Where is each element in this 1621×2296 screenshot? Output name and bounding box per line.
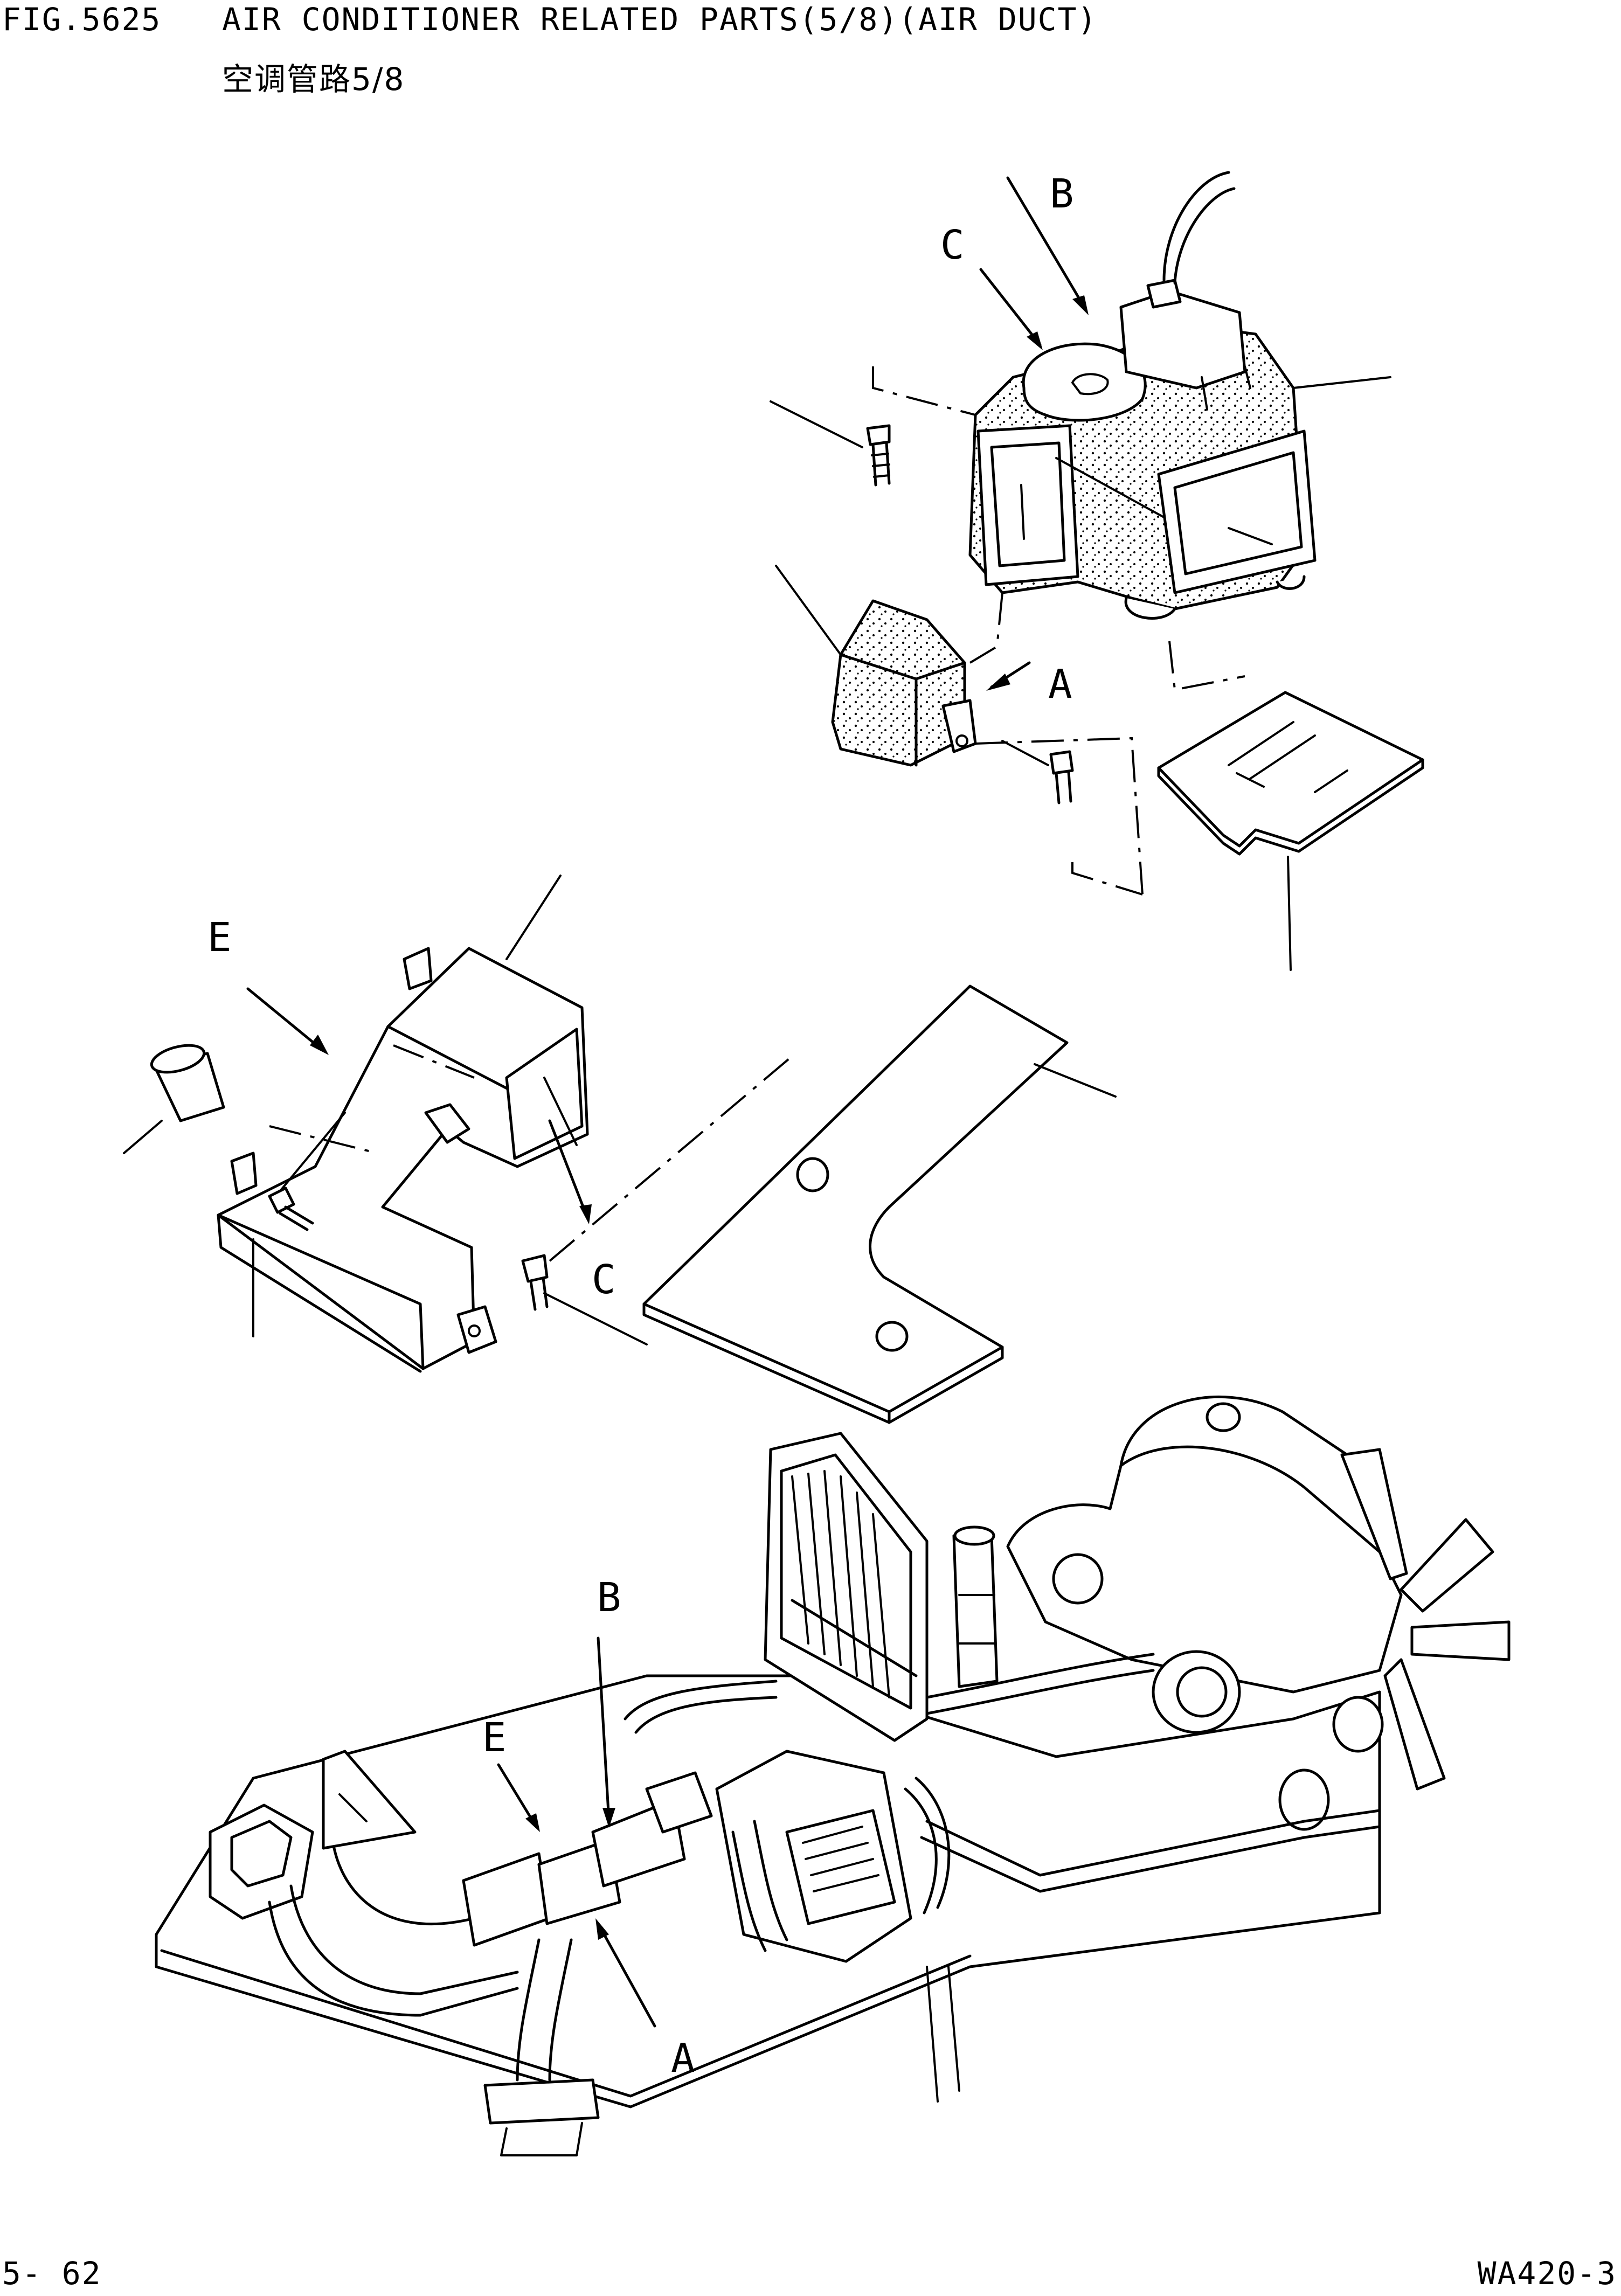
figure-title: AIR CONDITIONER RELATED PARTS(5/8)(AIR D…: [222, 1, 1098, 38]
air-conditioner-unit: [968, 171, 1391, 620]
callout-mid-c: C: [592, 1257, 616, 1303]
callout-top-c-arrow: [979, 268, 1043, 350]
callout-bot-e-arrow: [497, 1763, 540, 1832]
callout-mid-c-arrow: [548, 1119, 592, 1224]
callout-mid-e-arrow: [246, 987, 329, 1055]
figure-subtitle-chinese: 空调管路5/8: [222, 61, 405, 98]
callout-top-b-arrow: [1006, 176, 1089, 315]
bolt-middle-left: [268, 1112, 346, 1231]
duct-e: [217, 875, 589, 1373]
machine-assembly: [155, 1396, 1511, 2156]
bolt-middle-c: [521, 1254, 648, 1345]
callout-bot-b: B: [597, 1574, 621, 1621]
bolt-top: [770, 366, 976, 487]
cover-block: [775, 565, 1003, 767]
callout-top-a: A: [1048, 661, 1072, 707]
bolt-a: [975, 737, 1144, 896]
page-number: 5- 62: [2, 2255, 102, 2292]
model-number: WA420-3: [1477, 2255, 1617, 2292]
callout-bot-a: A: [671, 2035, 695, 2082]
figure-number: FIG.5625: [2, 1, 162, 38]
callout-mid-e: E: [207, 914, 232, 961]
callout-bot-e: E: [482, 1715, 507, 1761]
callout-top-c: C: [940, 222, 965, 268]
pipe-sleeve: [123, 1044, 225, 1154]
callout-bot-b-arrow: [597, 1636, 615, 1828]
callout-bot-a-arrow: [595, 1918, 656, 2028]
duct-l-shape: [642, 984, 1117, 1424]
callout-top-a-arrow: [986, 661, 1031, 691]
mounting-plate: [1157, 641, 1424, 971]
callout-top-b: B: [1050, 171, 1074, 217]
